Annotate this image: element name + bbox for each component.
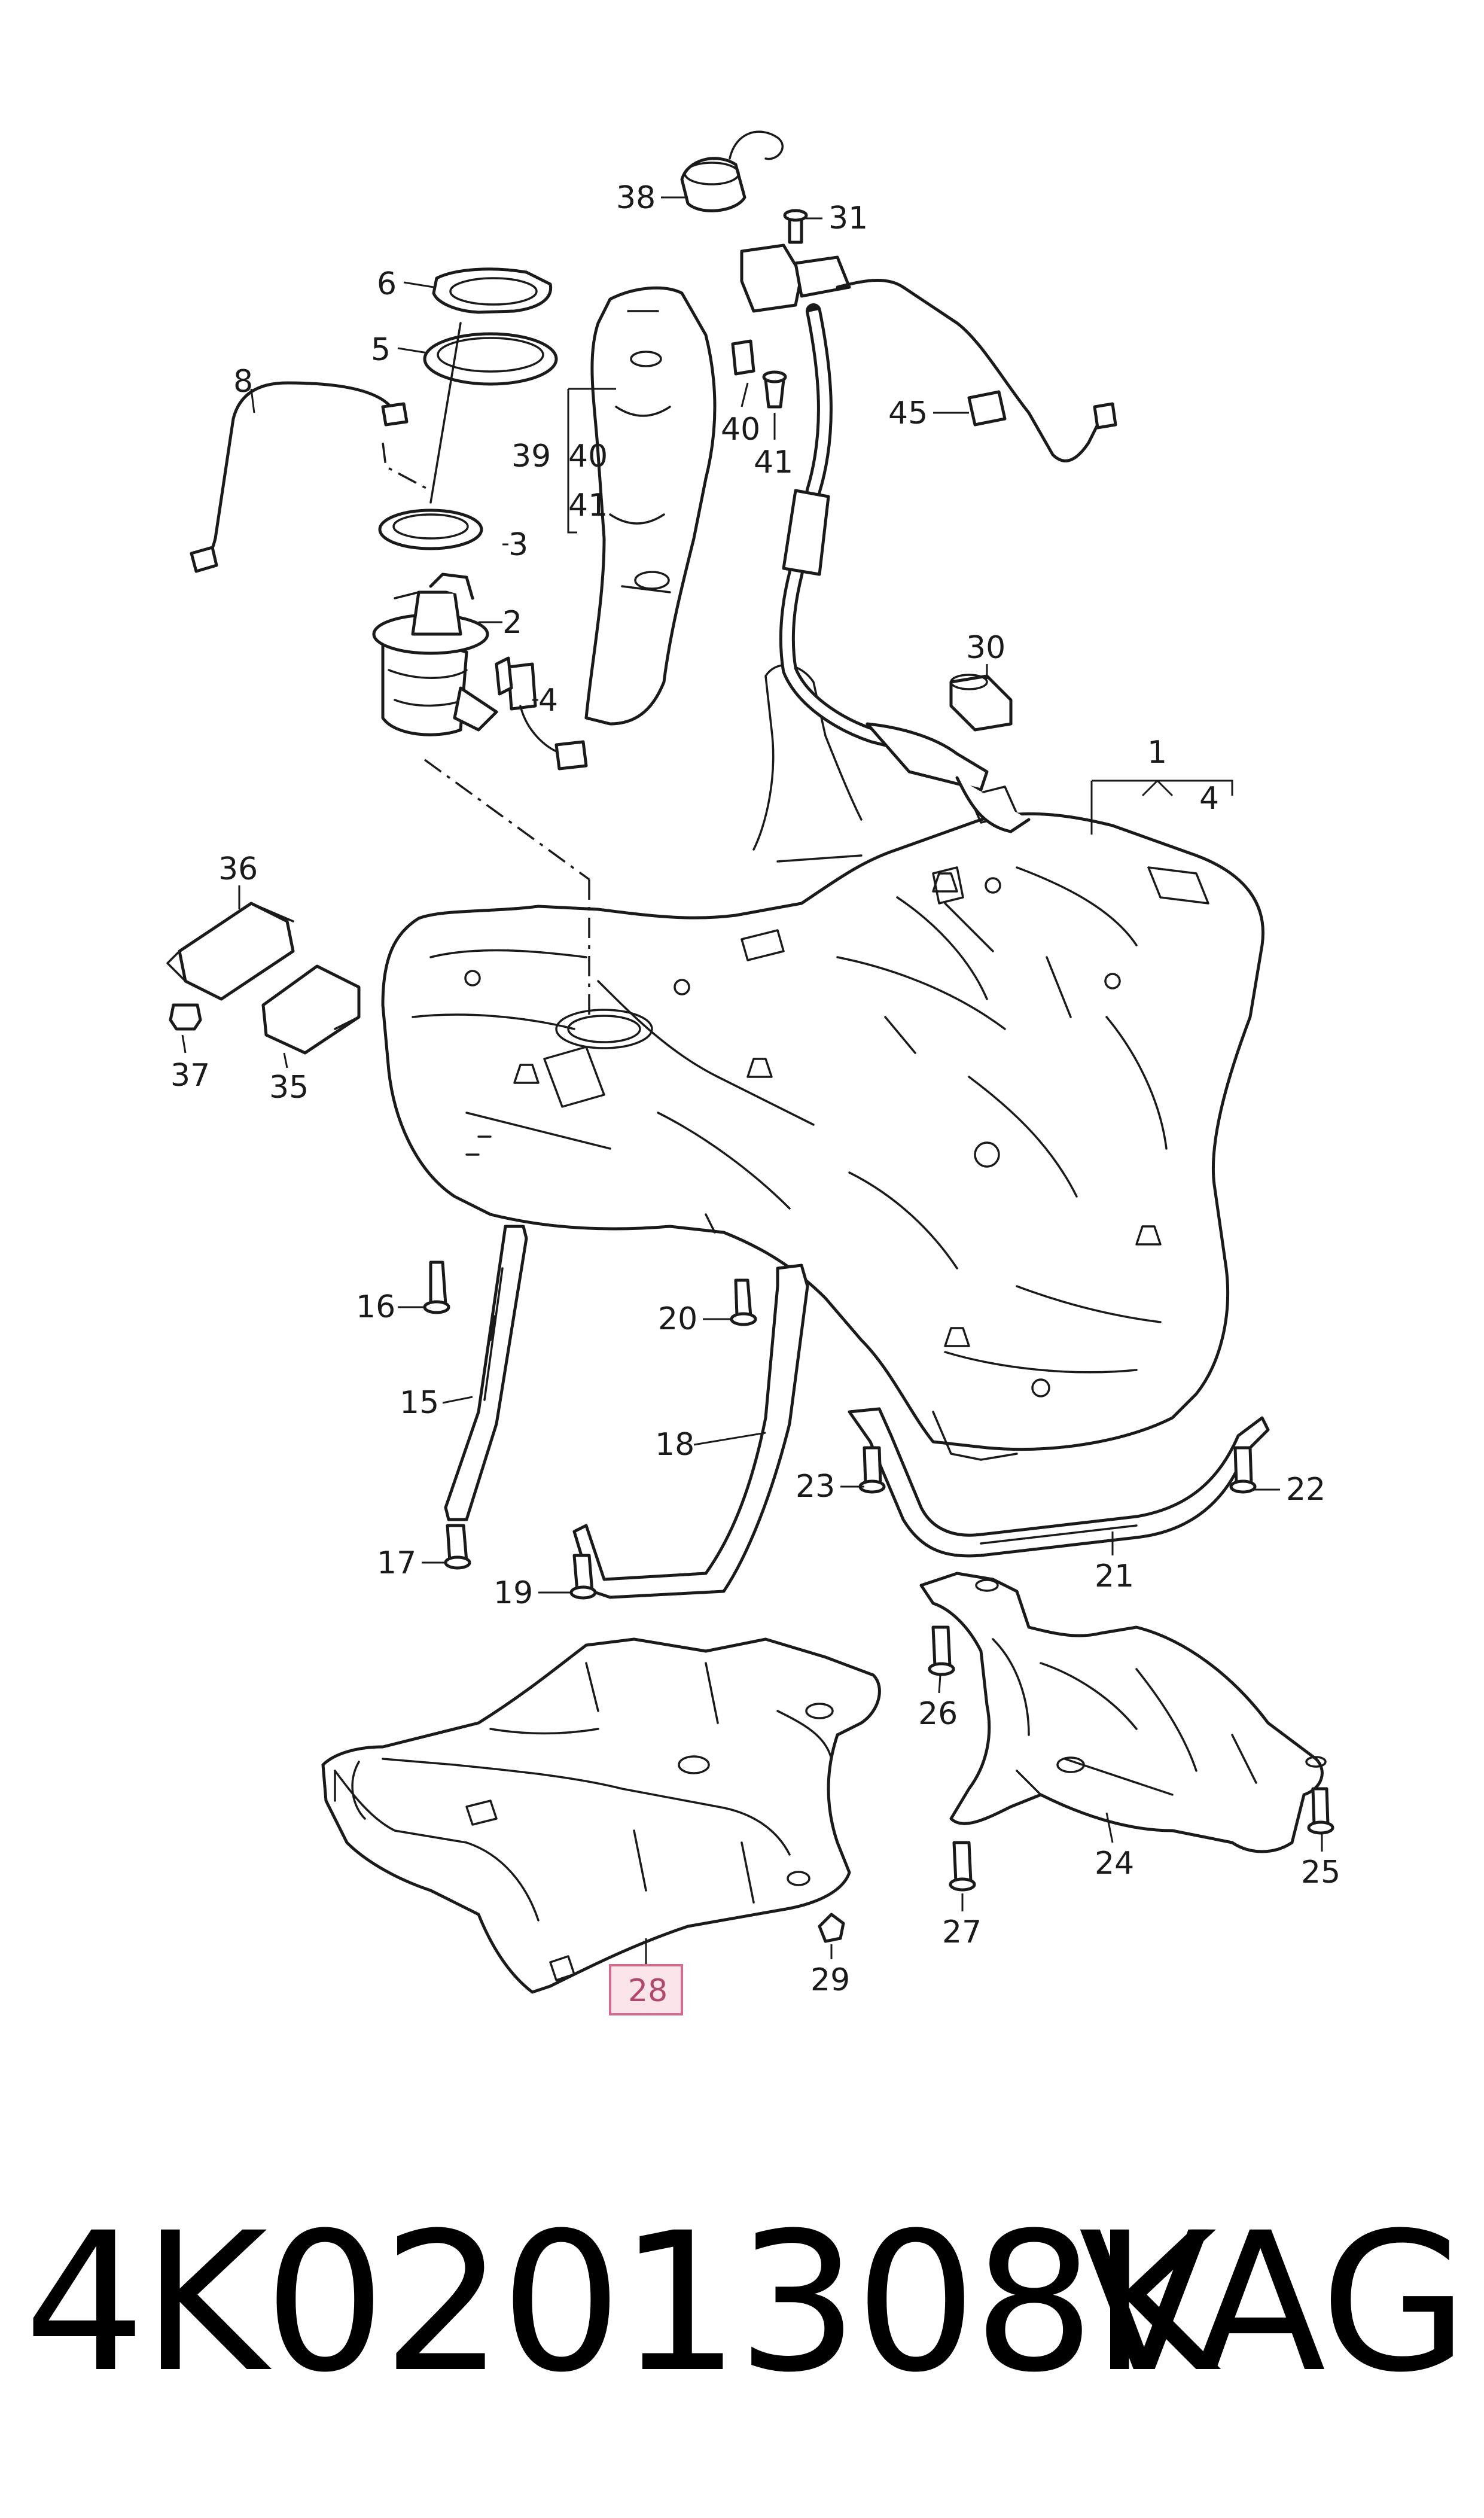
gasket-plate-6 — [432, 267, 553, 314]
clip-29 — [818, 1913, 845, 1943]
callout-6[interactable]: 6 — [377, 266, 397, 302]
heat-shield-28 — [321, 1637, 881, 1994]
callout-5[interactable]: 5 — [371, 332, 391, 368]
callout-labels: 38 31 6 5 8 39 40 41 40 41 45 3 2 4 30 1… — [170, 180, 1340, 2009]
callout-30[interactable]: 30 — [966, 630, 1005, 666]
clip-40 — [731, 339, 755, 376]
callout-26[interactable]: 26 — [918, 1696, 958, 1732]
callout-4[interactable]: 4 — [538, 683, 558, 718]
heat-shield-39 — [584, 286, 717, 726]
callout-23[interactable]: 23 — [796, 1469, 835, 1505]
callout-24[interactable]: 24 — [1095, 1846, 1134, 1881]
seal-ring-5 — [423, 332, 558, 386]
callout-38[interactable]: 38 — [616, 180, 656, 216]
bolt-23 — [858, 1446, 886, 1494]
bolt-17 — [444, 1524, 471, 1570]
bolt-41 — [762, 370, 787, 409]
callout-19[interactable]: 19 — [493, 1575, 533, 1611]
exploded-parts-diagram: 38 31 6 5 8 39 40 41 40 41 45 3 2 4 30 1… — [166, 130, 1340, 2015]
callout-35[interactable]: 35 — [269, 1070, 309, 1106]
level-sender-4 — [495, 656, 588, 771]
footer: 4K0201308K VAG — [0, 2178, 1484, 2429]
callout-1[interactable]: 1 — [1147, 735, 1167, 771]
bolt-20 — [730, 1278, 757, 1326]
callout-36[interactable]: 36 — [218, 851, 258, 887]
strap-15 — [444, 1225, 528, 1521]
callout-40-group[interactable]: 40 — [568, 439, 608, 474]
callout-27[interactable]: 27 — [942, 1914, 982, 1950]
callout-2[interactable]: 2 — [502, 605, 522, 641]
bolt-16 — [423, 1260, 450, 1314]
bolt-27 — [949, 1841, 976, 1892]
brand-name: VAG — [1078, 2192, 1468, 2415]
callout-29[interactable]: 29 — [810, 1962, 850, 1998]
callout-31[interactable]: 31 — [828, 200, 868, 236]
nut-37 — [169, 1003, 202, 1031]
bolt-22 — [1229, 1446, 1257, 1494]
callout-37[interactable]: 37 — [170, 1058, 210, 1094]
breather-line-45 — [836, 279, 1117, 462]
callout-3[interactable]: 3 — [508, 527, 528, 563]
connector-30 — [949, 674, 1013, 732]
bolt-31 — [783, 209, 808, 244]
callout-16[interactable]: 16 — [356, 1289, 395, 1325]
callout-20[interactable]: 20 — [658, 1301, 697, 1337]
heat-shield-24 — [919, 1572, 1327, 1853]
strap-21 — [848, 1407, 1270, 1558]
control-module-35 — [261, 964, 361, 1055]
callout-41[interactable]: 41 — [754, 444, 793, 480]
lock-ring-3 — [378, 509, 483, 550]
fuel-tank — [381, 664, 1264, 1461]
callout-39[interactable]: 39 — [511, 439, 551, 474]
callout-17[interactable]: 17 — [377, 1545, 416, 1581]
callout-15[interactable]: 15 — [400, 1385, 439, 1421]
part-number: 4K0201308K — [24, 2192, 1217, 2415]
fuel-line-8 — [190, 381, 409, 573]
fuel-pump-2 — [372, 573, 498, 736]
callout-8[interactable]: 8 — [233, 364, 253, 400]
control-module-36 — [166, 902, 295, 1001]
callout-41-group[interactable]: 41 — [568, 488, 608, 523]
filler-neck — [740, 243, 1031, 833]
filler-cap-38 — [680, 130, 784, 212]
callout-4-tank[interactable]: 4 — [1199, 781, 1219, 817]
callout-25[interactable]: 25 — [1301, 1855, 1340, 1890]
leader-lines — [181, 196, 1323, 1974]
clip-45 — [967, 390, 1007, 427]
callout-45[interactable]: 45 — [888, 395, 928, 431]
callout-40[interactable]: 40 — [721, 412, 760, 447]
callout-28[interactable]: 28 — [628, 1973, 668, 2009]
callout-18[interactable]: 18 — [655, 1427, 694, 1463]
bolt-25 — [1307, 1787, 1334, 1835]
callout-22[interactable]: 22 — [1286, 1472, 1325, 1508]
callout-21[interactable]: 21 — [1095, 1558, 1134, 1594]
bolt-26 — [928, 1625, 955, 1676]
callout-28-highlight — [609, 1964, 683, 2015]
